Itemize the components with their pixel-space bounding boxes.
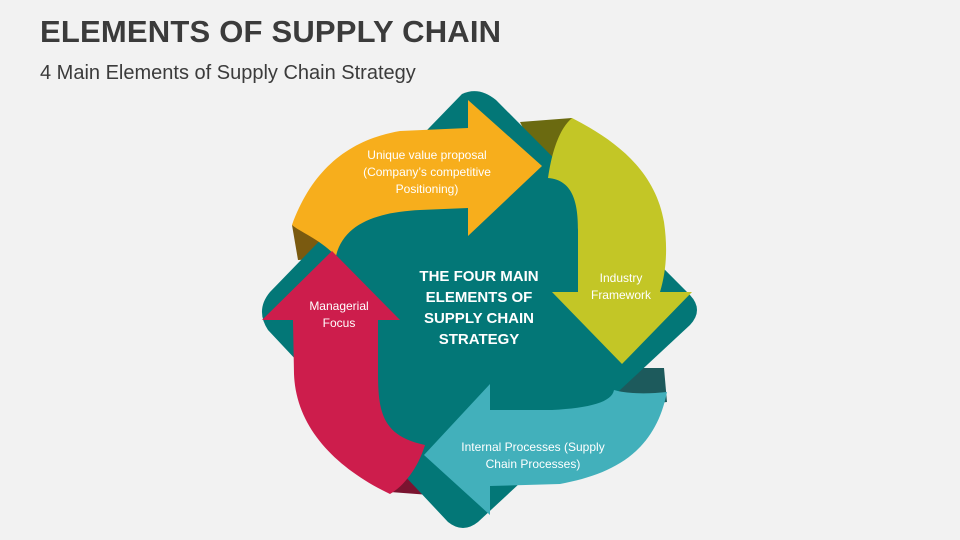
label-unique-value-proposal: Unique value proposal (Company’s competi… [338,147,516,198]
unique-value-proposal-arrow [292,100,542,256]
center-label: THE FOUR MAIN ELEMENTS OF SUPPLY CHAIN S… [400,266,558,350]
label-line: Focus [322,316,356,330]
label-internal-processes: Internal Processes (Supply Chain Process… [452,439,614,473]
label-line: Internal Processes (Supply [461,440,605,454]
internal-processes-arrow [424,384,667,515]
managerial-focus-arrow [262,251,425,494]
label-line: (Company’s competitive [363,165,491,179]
label-line: Chain Processes) [485,457,581,471]
center-label-line: ELEMENTS OF [425,289,533,306]
label-line: Positioning) [395,182,459,196]
label-line: Industry [599,271,643,285]
label-line: Unique value proposal [367,148,487,162]
center-label-line: STRATEGY [438,331,520,348]
industry-framework-arrow [548,118,692,364]
label-line: Framework [590,288,651,302]
label-line: Managerial [309,299,369,313]
page-subtitle: 4 Main Elements of Supply Chain Strategy [40,62,416,84]
center-label-line: THE FOUR MAIN [419,268,539,285]
label-industry-framework: Industry Framework [578,270,664,304]
center-label-line: SUPPLY CHAIN [423,310,535,327]
page-title: ELEMENTS OF SUPPLY CHAIN [40,14,502,49]
label-managerial-focus: Managerial Focus [296,298,382,332]
